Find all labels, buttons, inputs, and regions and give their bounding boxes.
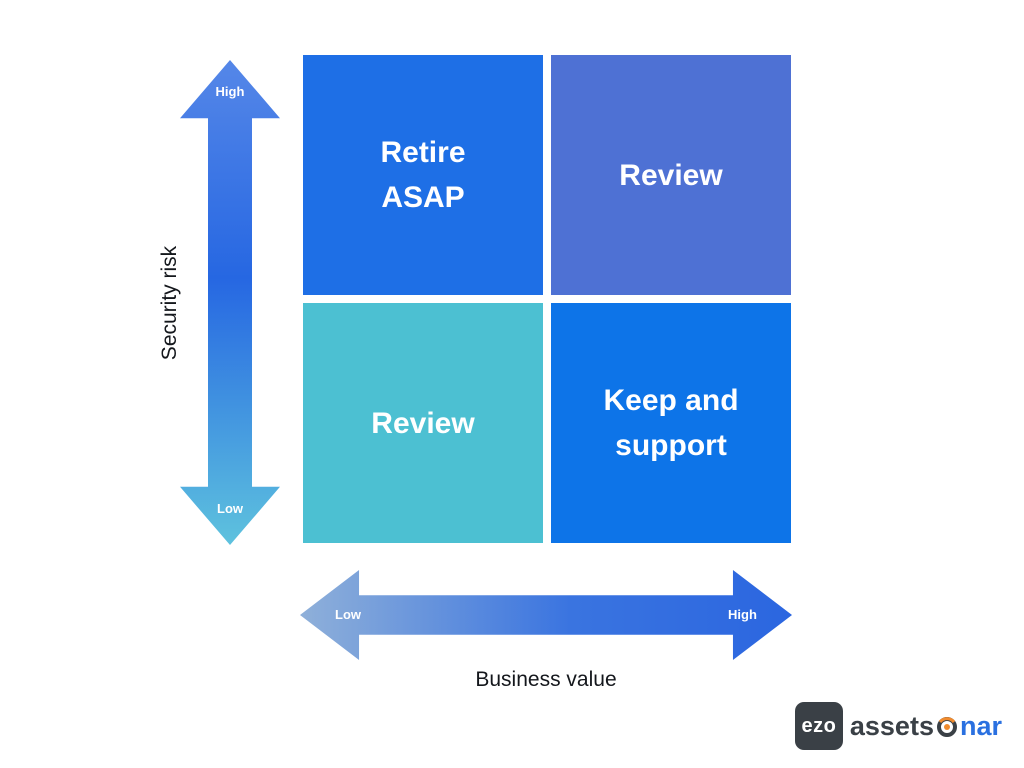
x-axis-high-label: High <box>728 607 757 622</box>
logo-word-s: s <box>918 710 934 741</box>
sonar-icon <box>935 714 959 738</box>
ezo-logo-badge: ezo <box>794 702 843 750</box>
quadrant-keep-and-support: Keep and support <box>551 303 791 543</box>
logo-word-asset: asset <box>849 710 919 741</box>
quadrant-review-low-risk: Review <box>303 303 543 543</box>
y-axis-low-label: Low <box>217 501 243 516</box>
quadrant-label: Review <box>619 158 723 192</box>
x-axis-title: Business value <box>475 668 617 691</box>
y-axis-high-label: High <box>215 84 245 99</box>
x-axis-arrow <box>300 570 792 660</box>
y-axis-arrow <box>180 60 280 545</box>
quadrant-label: Retire ASAP <box>380 136 466 214</box>
x-axis-low-label: Low <box>335 607 361 622</box>
logo-word-nar: nar <box>959 710 1002 741</box>
y-axis-title: Security risk <box>158 245 181 361</box>
quadrant-label: Keep and support <box>603 384 739 462</box>
quadrant-review-high-risk: Review <box>551 55 791 295</box>
quadrant-label: Review <box>371 406 475 440</box>
logo-wordmark: asset s nar <box>850 711 1002 742</box>
quadrant-retire-asap: Retire ASAP <box>303 55 543 295</box>
brand-logo: ezo asset s nar <box>794 702 1002 750</box>
